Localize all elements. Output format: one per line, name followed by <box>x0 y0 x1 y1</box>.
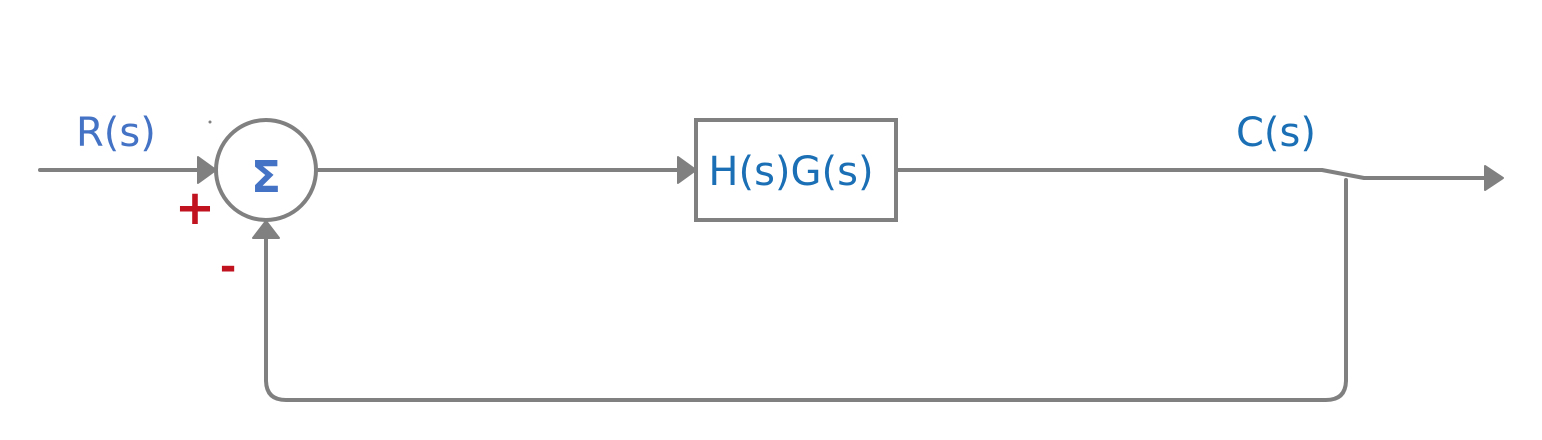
output-arrowhead <box>1484 165 1504 191</box>
feedback-line <box>264 178 1348 402</box>
output-label: C(s) <box>1236 110 1316 156</box>
transfer-function-block <box>694 118 898 222</box>
summing-symbol: Σ <box>251 152 281 203</box>
stray-dot <box>208 120 212 124</box>
plus-sign: + <box>175 180 215 236</box>
block-input-arrowhead <box>677 156 697 184</box>
output-line <box>896 168 1490 180</box>
input-arrowhead <box>197 156 217 184</box>
block-label: H(s)G(s) <box>708 149 873 195</box>
minus-sign: - <box>220 244 237 290</box>
feedback-arrowhead <box>252 220 280 239</box>
input-label: R(s) <box>76 110 156 156</box>
